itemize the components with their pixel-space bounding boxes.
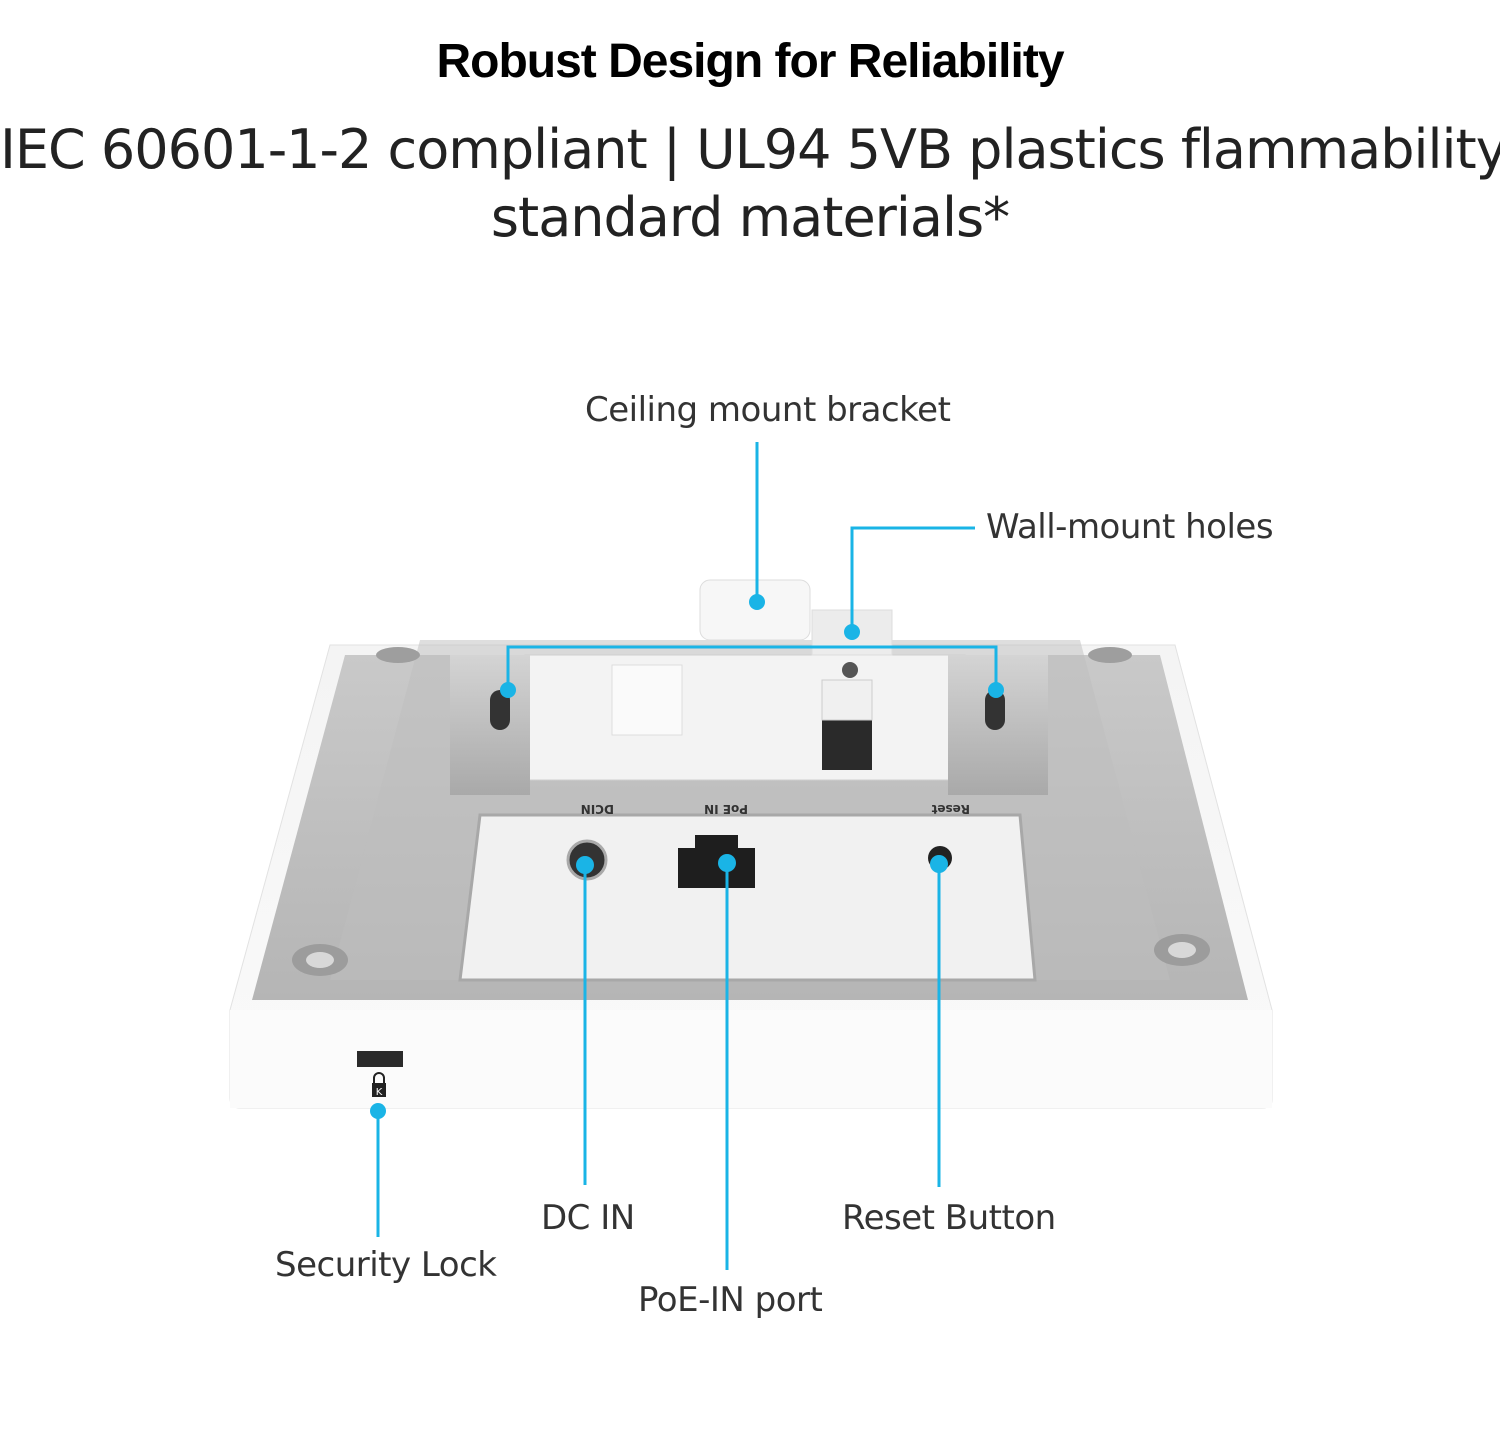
callout-dc-in: DC IN xyxy=(541,1198,635,1238)
ceiling-bracket-tab xyxy=(699,579,811,641)
mount-bracket-plate xyxy=(524,654,966,781)
marking-poe: PoE IN xyxy=(704,802,748,816)
callout-security-lock: Security Lock xyxy=(275,1245,497,1285)
callout-reset: Reset Button xyxy=(842,1198,1056,1238)
svg-text:K: K xyxy=(376,1087,383,1098)
callout-ceiling-mount: Ceiling mount bracket xyxy=(585,390,951,430)
callout-poe-in: PoE-IN port xyxy=(638,1280,823,1320)
security-lock-slot xyxy=(357,1051,403,1067)
marking-dcin: DCIN xyxy=(581,802,614,816)
device-front-edge xyxy=(230,1010,1272,1108)
wall-mount-hole-right xyxy=(985,690,1005,730)
marking-reset: Reset xyxy=(931,802,970,816)
screw-holes xyxy=(292,647,1210,976)
callout-dots xyxy=(370,594,1004,1119)
rj45-port xyxy=(678,835,755,888)
port-recess xyxy=(458,813,1037,982)
wall-mount-hole-left xyxy=(490,690,510,730)
subtitle-line-2: standard materials* xyxy=(490,186,1010,249)
page-title: Robust Design for Reliability xyxy=(436,35,1064,88)
callout-wall-mount: Wall-mount holes xyxy=(986,507,1274,547)
subtitle-line-1: IEC 60601-1-2 compliant | UL94 5VB plast… xyxy=(0,118,1500,181)
lock-icon: K xyxy=(372,1072,386,1098)
callout-lines xyxy=(376,442,998,1270)
left-mount-rail xyxy=(450,655,530,795)
